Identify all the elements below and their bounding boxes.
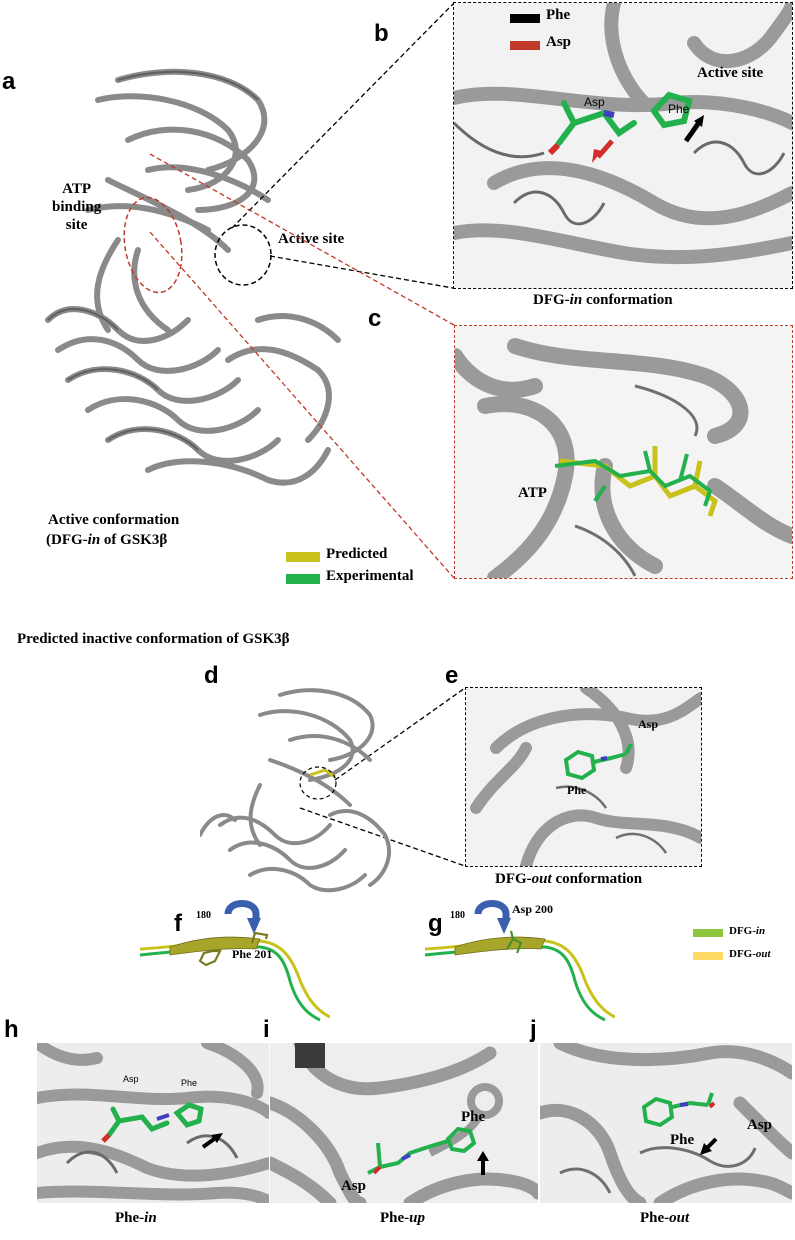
legend-label-experimental: Experimental: [326, 568, 414, 584]
protein-structure-full-active: [28, 60, 368, 520]
atp-binding-closeup-render: [455, 326, 792, 578]
asp-label-j: Asp: [747, 1117, 773, 1133]
caption-dfg-in-gsk3b: (DFG-in of GSK3β: [46, 532, 168, 548]
legend-label-predicted: Predicted: [326, 546, 388, 562]
panel-label-h: h: [4, 1016, 19, 1043]
caption-phe-up: Phe-up: [380, 1210, 426, 1226]
rotation-label-g: 180: [450, 910, 465, 921]
legend-swatch-asp: [510, 41, 540, 50]
phe-label-j: Phe: [670, 1132, 695, 1148]
legend-label-asp: Asp: [546, 34, 572, 50]
active-site-label-a: Active site: [278, 231, 345, 247]
panel-e-box: [465, 687, 702, 867]
asp-label-i: Asp: [341, 1178, 367, 1194]
panel-label-e: e: [445, 662, 459, 689]
legend-label-dfg-in: DFG-in: [729, 925, 766, 937]
panel-label-d: d: [204, 662, 219, 689]
dfg-out-closeup-render: [466, 688, 701, 866]
protein-structure-full-inactive: [200, 685, 400, 900]
panel-label-f: f: [174, 910, 182, 937]
legend-swatch-phe: [510, 14, 540, 23]
asp-200-label: Asp 200: [512, 902, 554, 916]
rotation-arrow-icon-g: [472, 896, 512, 942]
panel-label-b: b: [374, 20, 389, 47]
atp-label: ATP: [518, 485, 547, 501]
panel-c-box: [454, 325, 793, 579]
legend-swatch-predicted: [286, 552, 320, 562]
panel-label-i: i: [263, 1016, 270, 1043]
dfg-in-closeup-render: [454, 3, 792, 288]
legend-swatch-experimental: [286, 574, 320, 584]
phe-label-i: Phe: [461, 1109, 486, 1125]
panel-label-g: g: [428, 910, 443, 937]
legend-swatch-dfg-in: [693, 929, 723, 937]
beta-strand-overlay-f: [140, 925, 330, 1025]
panel-b-box: [453, 2, 793, 289]
phe-label-b: Phe: [668, 102, 690, 116]
phe-in-render: [37, 1043, 269, 1203]
panel-label-a: a: [2, 68, 16, 95]
phe-out-render: [540, 1043, 792, 1203]
legend-swatch-dfg-out: [693, 952, 723, 960]
phe-label-h: Phe: [181, 1078, 198, 1088]
caption-dfg-in: DFG-in conformation: [533, 292, 673, 308]
caption-phe-out: Phe-out: [640, 1210, 690, 1226]
phe-label-e: Phe: [567, 783, 587, 797]
asp-label-h: Asp: [123, 1074, 139, 1084]
phe-up-render: [270, 1043, 538, 1203]
atp-binding-site-label: ATP binding site: [52, 181, 102, 233]
active-site-label-b: Active site: [697, 65, 764, 81]
caption-active-conformation: Active conformation: [48, 512, 180, 528]
panel-label-c: c: [368, 305, 382, 332]
beta-strand-overlay-g: [425, 925, 615, 1025]
panel-label-j: j: [530, 1016, 537, 1043]
caption-dfg-out: DFG-out conformation: [495, 871, 643, 887]
inactive-conformation-title: Predicted inactive conformation of GSK3β: [17, 631, 290, 647]
legend-label-phe: Phe: [546, 7, 571, 23]
caption-phe-in: Phe-in: [115, 1210, 157, 1226]
asp-label-b: Asp: [584, 95, 605, 109]
asp-label-e: Asp: [638, 717, 659, 731]
phe-201-label: Phe 201: [232, 947, 273, 961]
legend-label-dfg-out: DFG-out: [729, 948, 771, 960]
rotation-label-f: 180: [196, 910, 211, 921]
rotation-arrow-icon-f: [222, 896, 262, 942]
